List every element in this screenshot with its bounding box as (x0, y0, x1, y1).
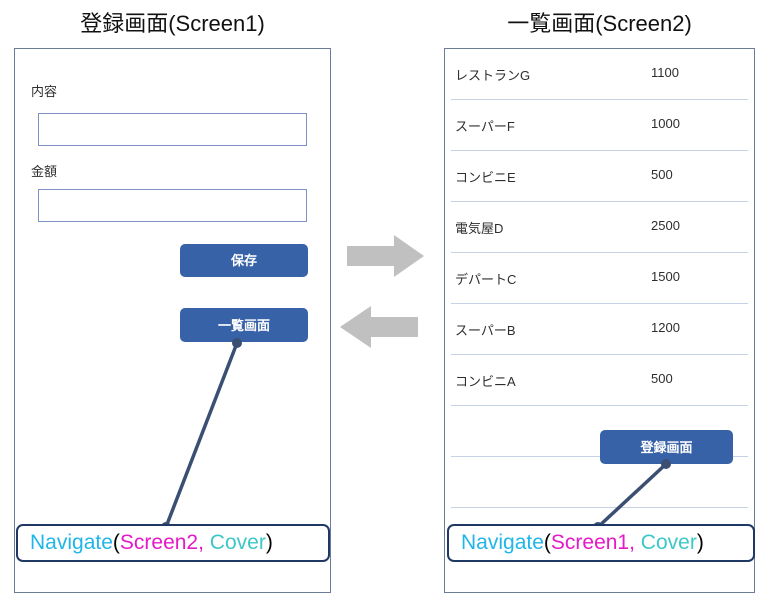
arrow-left-icon (340, 306, 418, 348)
screen2-title: 一覧画面(Screen2) (507, 11, 692, 36)
list-item-label: スーパーF (455, 119, 515, 134)
formula-arg-transition: Cover (640, 531, 697, 554)
screen2-formula-bar[interactable]: Navigate(Screen1, Cover) (447, 524, 755, 562)
expense-list: レストランG 1100 スーパーF 1000 コンビニE 500 電気屋D 2500 デパートC… (445, 49, 754, 592)
content-input[interactable] (38, 113, 307, 146)
formula-close-paren: ) (265, 531, 273, 554)
goto-register-screen-button[interactable]: 登録画面 (600, 430, 733, 464)
formula-arg-transition: Cover (209, 531, 266, 554)
formula-arg-screen: Screen1 (550, 531, 630, 554)
list-item-label: スーパーB (455, 323, 516, 338)
formula-open-paren: ( (543, 531, 551, 554)
list-item-amount: 1100 (651, 65, 679, 80)
goto-list-screen-button[interactable]: 一覧画面 (180, 308, 308, 342)
list-item-amount: 500 (651, 371, 673, 386)
formula-comma: , (198, 531, 204, 554)
list-item-empty (451, 406, 748, 457)
list-item-label: コンビニE (455, 170, 516, 185)
list-item[interactable]: スーパーB 1200 (451, 304, 748, 355)
save-button[interactable]: 保存 (180, 244, 308, 277)
amount-field-label: 金額 (31, 164, 58, 179)
list-item-label: レストランG (455, 68, 531, 83)
list-item-label: 電気屋D (455, 221, 504, 236)
formula-close-paren: ) (696, 531, 704, 554)
list-item[interactable]: 電気屋D 2500 (451, 202, 748, 253)
list-item[interactable]: レストランG 1100 (451, 49, 748, 100)
amount-input[interactable] (38, 189, 307, 222)
formula-function-name: Navigate (30, 531, 113, 554)
list-item[interactable]: デパートC 1500 (451, 253, 748, 304)
list-item-label: コンビニA (455, 374, 516, 389)
content-field-label: 内容 (31, 84, 58, 99)
list-item[interactable]: スーパーF 1000 (451, 100, 748, 151)
list-item-label: デパートC (455, 272, 517, 287)
list-item-amount: 500 (651, 167, 673, 182)
arrow-right-icon (347, 235, 424, 277)
list-item-empty (451, 457, 748, 508)
list-item[interactable]: コンビニA 500 (451, 355, 748, 406)
screen1-formula-bar[interactable]: Navigate(Screen2, Cover) (16, 524, 330, 562)
list-item-amount: 1500 (651, 269, 680, 284)
list-item-amount: 1000 (651, 116, 680, 131)
formula-comma: , (629, 531, 635, 554)
screen1-title: 登録画面(Screen1) (80, 11, 265, 36)
list-item-amount: 1200 (651, 320, 680, 335)
formula-function-name: Navigate (461, 531, 544, 554)
formula-open-paren: ( (112, 531, 120, 554)
formula-arg-screen: Screen2 (119, 531, 199, 554)
list-item-amount: 2500 (651, 218, 680, 233)
list-item[interactable]: コンビニE 500 (451, 151, 748, 202)
